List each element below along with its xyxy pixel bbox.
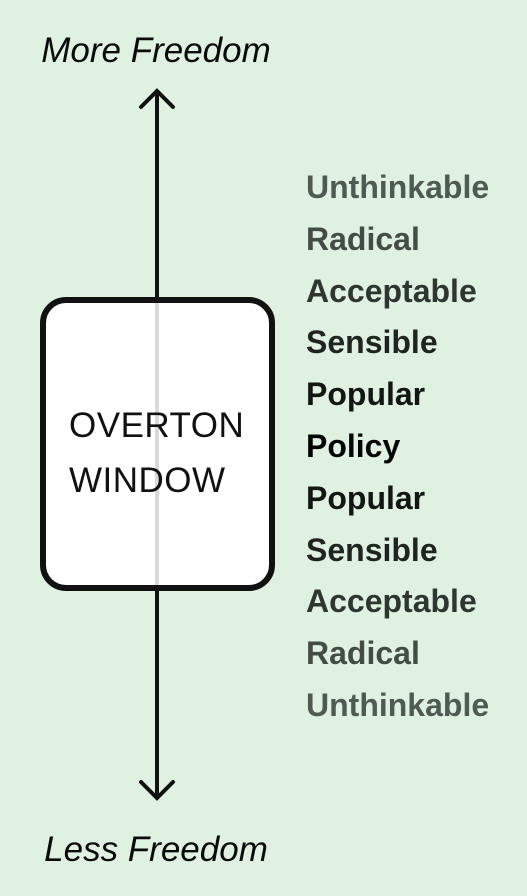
scale-item-acceptable: Acceptable (306, 583, 477, 620)
window-axis-segment (155, 303, 159, 585)
scale-item-acceptable: Acceptable (306, 272, 477, 309)
window-title-line-2: WINDOW (69, 461, 226, 500)
scale-item-unthinkable: Unthinkable (306, 686, 490, 723)
scale-item-sensible: Sensible (306, 324, 438, 361)
scale-item-radical: Radical (306, 220, 420, 257)
overton-window-title: OVERTON WINDOW (69, 398, 244, 508)
up-arrow-head-icon (139, 88, 175, 109)
scale-item-policy: Policy (306, 427, 401, 464)
scale-item-sensible: Sensible (306, 531, 438, 568)
scale-item-radical: Radical (306, 635, 420, 672)
scale-item-unthinkable: Unthinkable (306, 169, 490, 205)
less-freedom-label: Less Freedom (44, 830, 268, 869)
down-arrow-head-icon (139, 780, 175, 801)
scale-item-popular: Popular (306, 376, 426, 413)
more-freedom-label: More Freedom (41, 31, 271, 70)
overton-window-box (40, 297, 275, 591)
window-title-line-1: OVERTON (69, 406, 245, 445)
scale-item-popular: Popular (306, 479, 426, 516)
